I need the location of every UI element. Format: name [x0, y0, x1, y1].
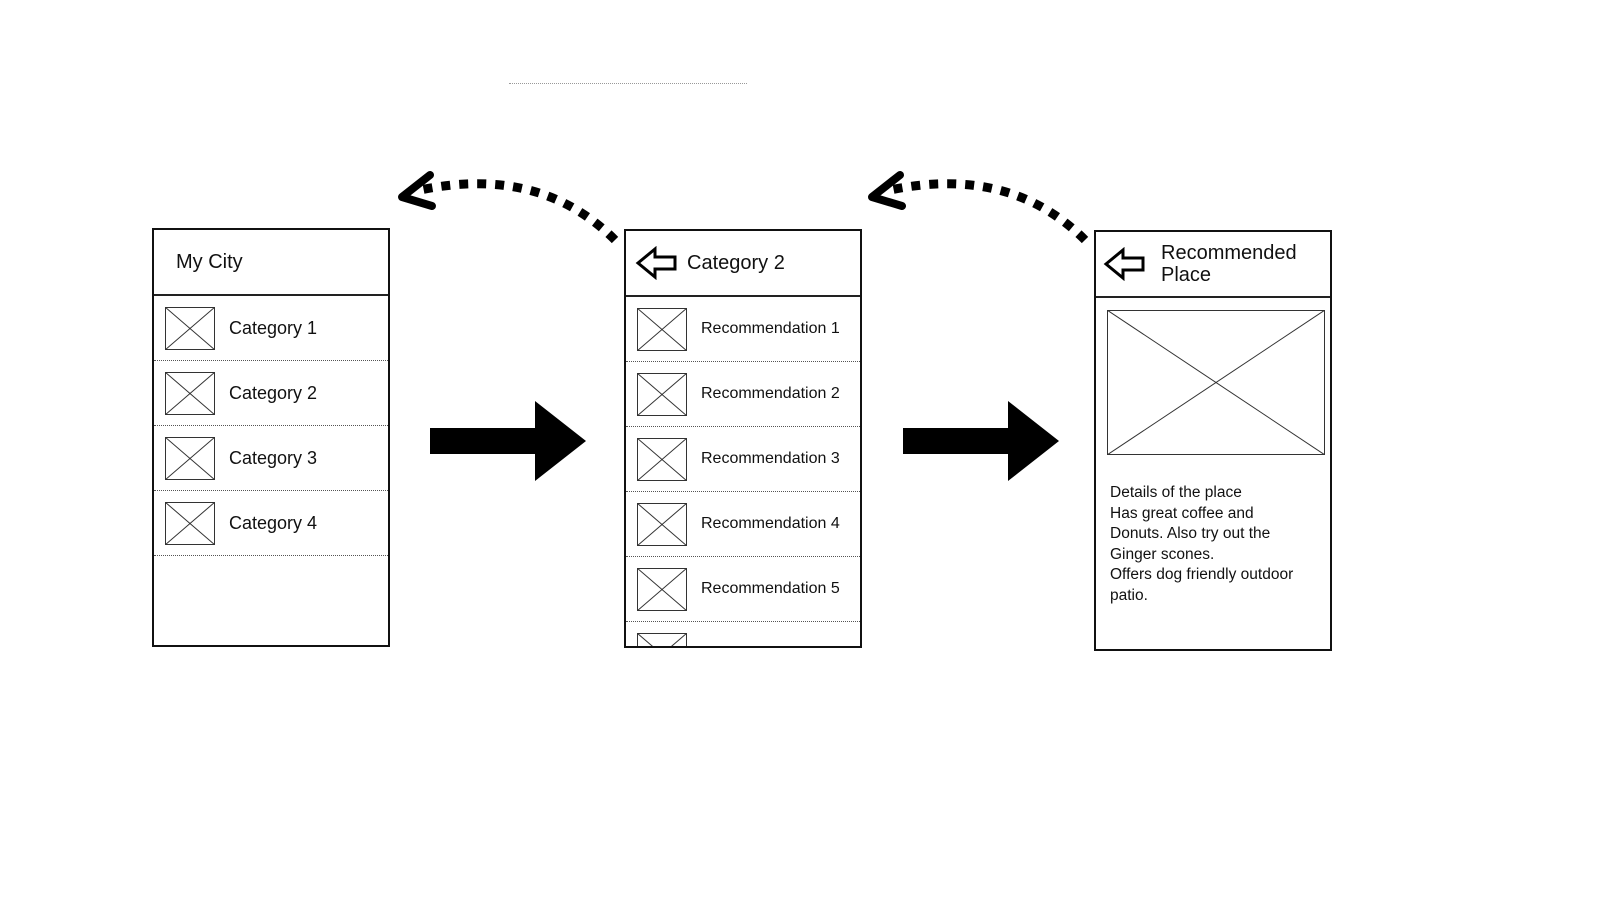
- recommendation-list-item[interactable]: Recommendation 3: [626, 427, 860, 492]
- details-line: Offers dog friendly outdoor: [1110, 566, 1294, 583]
- image-placeholder-icon: [637, 437, 687, 481]
- image-placeholder-icon: [165, 306, 215, 350]
- forward-arrow-2: [903, 401, 1059, 481]
- list-item-label: Recommendation 6: [701, 645, 840, 646]
- image-placeholder-icon: [165, 501, 215, 545]
- recommendation-list-item[interactable]: Recommendation 5: [626, 557, 860, 622]
- recommendation-list-item[interactable]: Recommendation 4: [626, 492, 860, 557]
- screen-my-city: My City Category 1 Category 2 Category 3 Ca…: [152, 228, 390, 647]
- app-bar: Recommended Place: [1096, 232, 1330, 298]
- category-list-item[interactable]: Category 1: [154, 296, 388, 361]
- dotted-divider: [509, 83, 747, 84]
- recommendation-list-item[interactable]: Recommendation 2: [626, 362, 860, 427]
- back-arrow-icon[interactable]: [635, 246, 679, 280]
- details-line: Ginger scones.: [1110, 545, 1215, 563]
- list-item-label: Recommendation 4: [701, 515, 840, 532]
- list-item-label: Category 1: [229, 317, 318, 338]
- image-placeholder-icon: [637, 502, 687, 546]
- recommendation-list-item[interactable]: Recommendation 1: [626, 297, 860, 362]
- category-list-item[interactable]: Category 2: [154, 361, 388, 426]
- image-placeholder-icon: [637, 372, 687, 416]
- list-item-label: Recommendation 1: [701, 320, 840, 337]
- list-item-label: Recommendation 2: [701, 385, 840, 402]
- recommendation-list-item[interactable]: Recommendation 6: [626, 622, 860, 646]
- image-placeholder-icon: [165, 436, 215, 480]
- details-line: Details of the place: [1110, 484, 1242, 501]
- screen-title: Category 2: [687, 251, 785, 274]
- screen-category: Category 2 Recommendation 1 Recommendatio…: [624, 229, 862, 648]
- forward-arrow-1: [430, 401, 586, 481]
- screen-title: Recommended Place: [1161, 242, 1297, 286]
- list-item-label: Recommendation 5: [701, 580, 840, 597]
- back-arrow-icon[interactable]: [1103, 247, 1147, 281]
- list-item-label: Category 2: [229, 382, 318, 403]
- category-list-item[interactable]: Category 4: [154, 491, 388, 556]
- image-placeholder-icon: [637, 632, 687, 646]
- place-image-placeholder-icon: [1107, 310, 1325, 455]
- details-line: Has great coffee and: [1110, 504, 1254, 522]
- details-line: patio.: [1110, 586, 1148, 604]
- image-placeholder-icon: [637, 307, 687, 351]
- list-item-label: Recommendation 3: [701, 450, 840, 467]
- list-item-label: Category 3: [229, 447, 318, 468]
- app-bar: My City: [154, 230, 388, 296]
- screen-title: My City: [176, 250, 243, 273]
- image-placeholder-icon: [165, 371, 215, 415]
- category-list-item[interactable]: Category 3: [154, 426, 388, 491]
- details-line: Donuts. Also try out the: [1110, 525, 1271, 542]
- back-dotted-arrow-1: [398, 171, 619, 244]
- app-bar: Category 2: [626, 231, 860, 297]
- list-item-label: Category 4: [229, 512, 318, 533]
- image-placeholder-icon: [637, 567, 687, 611]
- back-dotted-arrow-2: [868, 171, 1089, 244]
